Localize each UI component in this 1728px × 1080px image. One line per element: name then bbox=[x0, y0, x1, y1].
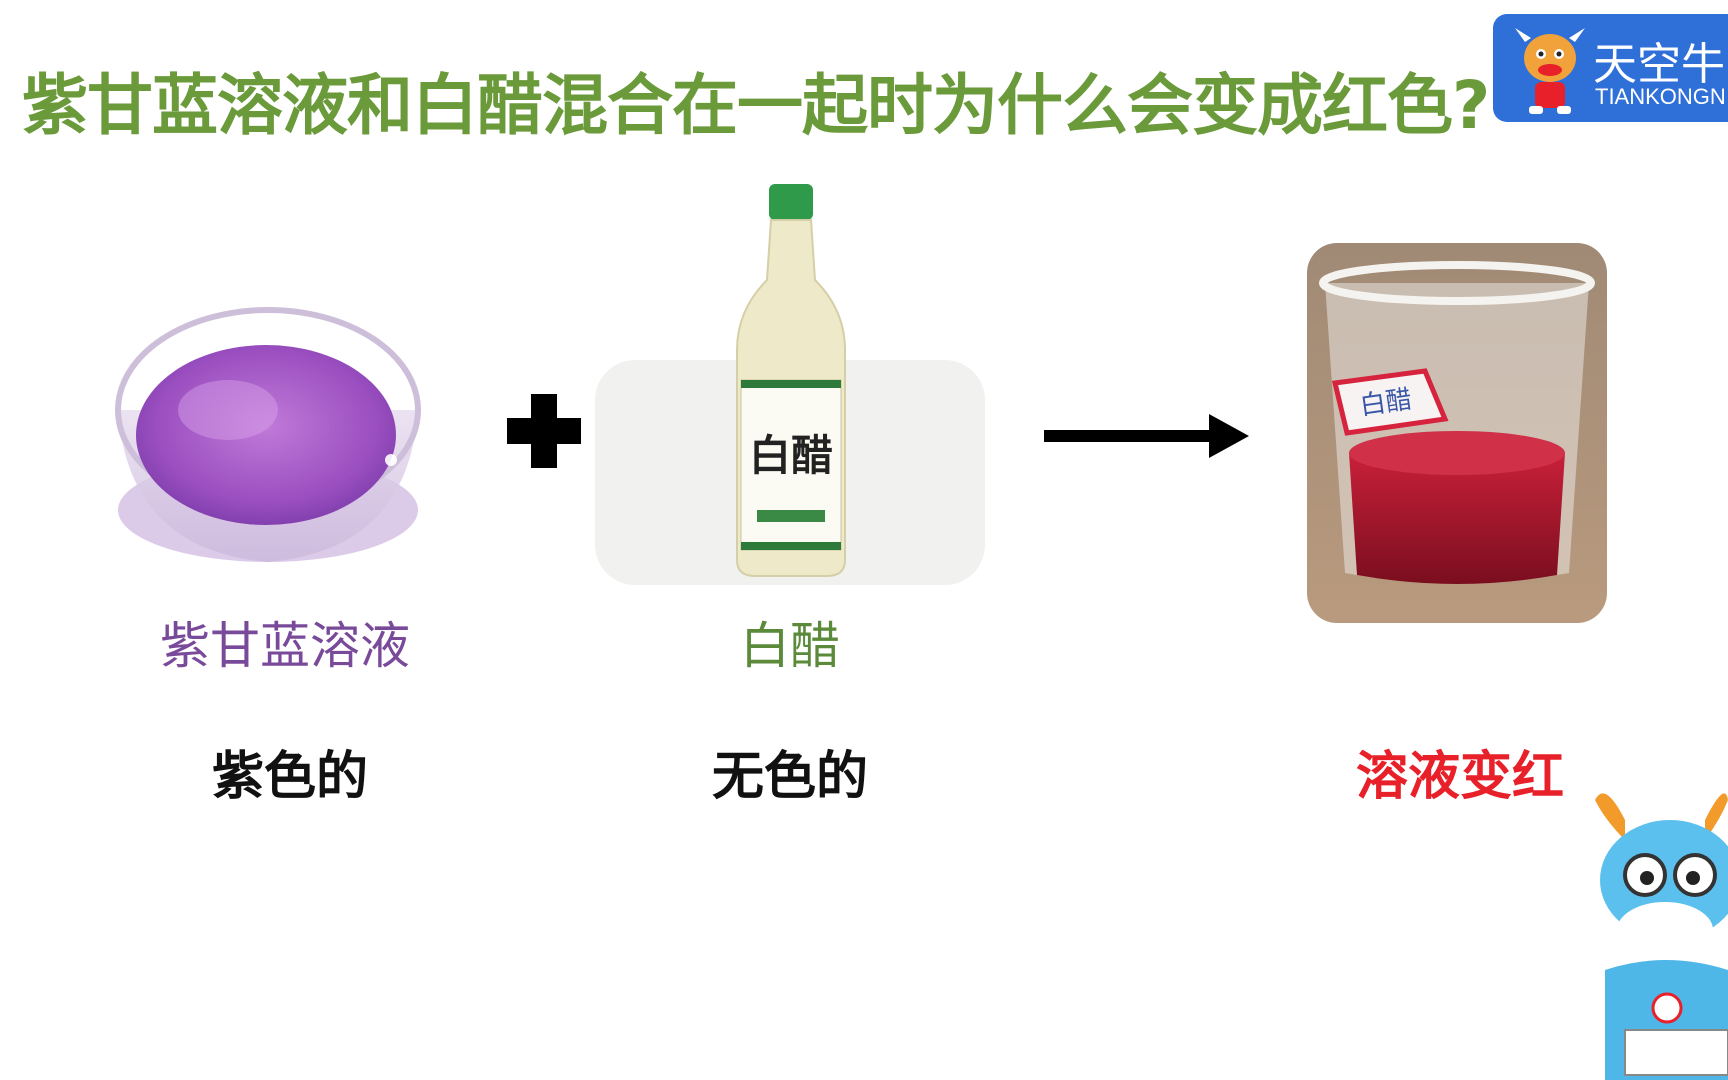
slide-title: 紫甘蓝溶液和白醋混合在一起时为什么会变成红色? bbox=[22, 67, 1490, 144]
purple-cabbage-bowl-image bbox=[115, 307, 421, 562]
right-arrow-icon bbox=[1044, 414, 1249, 458]
logo-english-text: TIANKONGN bbox=[1595, 84, 1726, 109]
cup-label-text: 白醋 bbox=[1358, 385, 1414, 422]
cow-mascot-icon bbox=[1595, 793, 1728, 1080]
white-vinegar-bottle-image: 白醋 bbox=[595, 184, 985, 585]
red-solution-cup-image: 白醋 bbox=[1307, 243, 1607, 623]
plus-icon bbox=[507, 394, 581, 468]
brand-logo[interactable]: 天空牛 TIANKONGN bbox=[1493, 14, 1728, 122]
item-desc-colorless: 无色的 bbox=[711, 747, 868, 807]
item-desc-purple: 紫色的 bbox=[211, 747, 368, 807]
cow-mascot-icon bbox=[1515, 28, 1585, 114]
item-name-white-vinegar: 白醋 bbox=[740, 617, 840, 675]
logo-chinese-text: 天空牛 bbox=[1593, 39, 1725, 90]
bottle-label-text: 白醋 bbox=[749, 431, 833, 480]
item-name-purple-cabbage: 紫甘蓝溶液 bbox=[160, 617, 410, 675]
item-desc-turns-red: 溶液变红 bbox=[1355, 747, 1564, 807]
